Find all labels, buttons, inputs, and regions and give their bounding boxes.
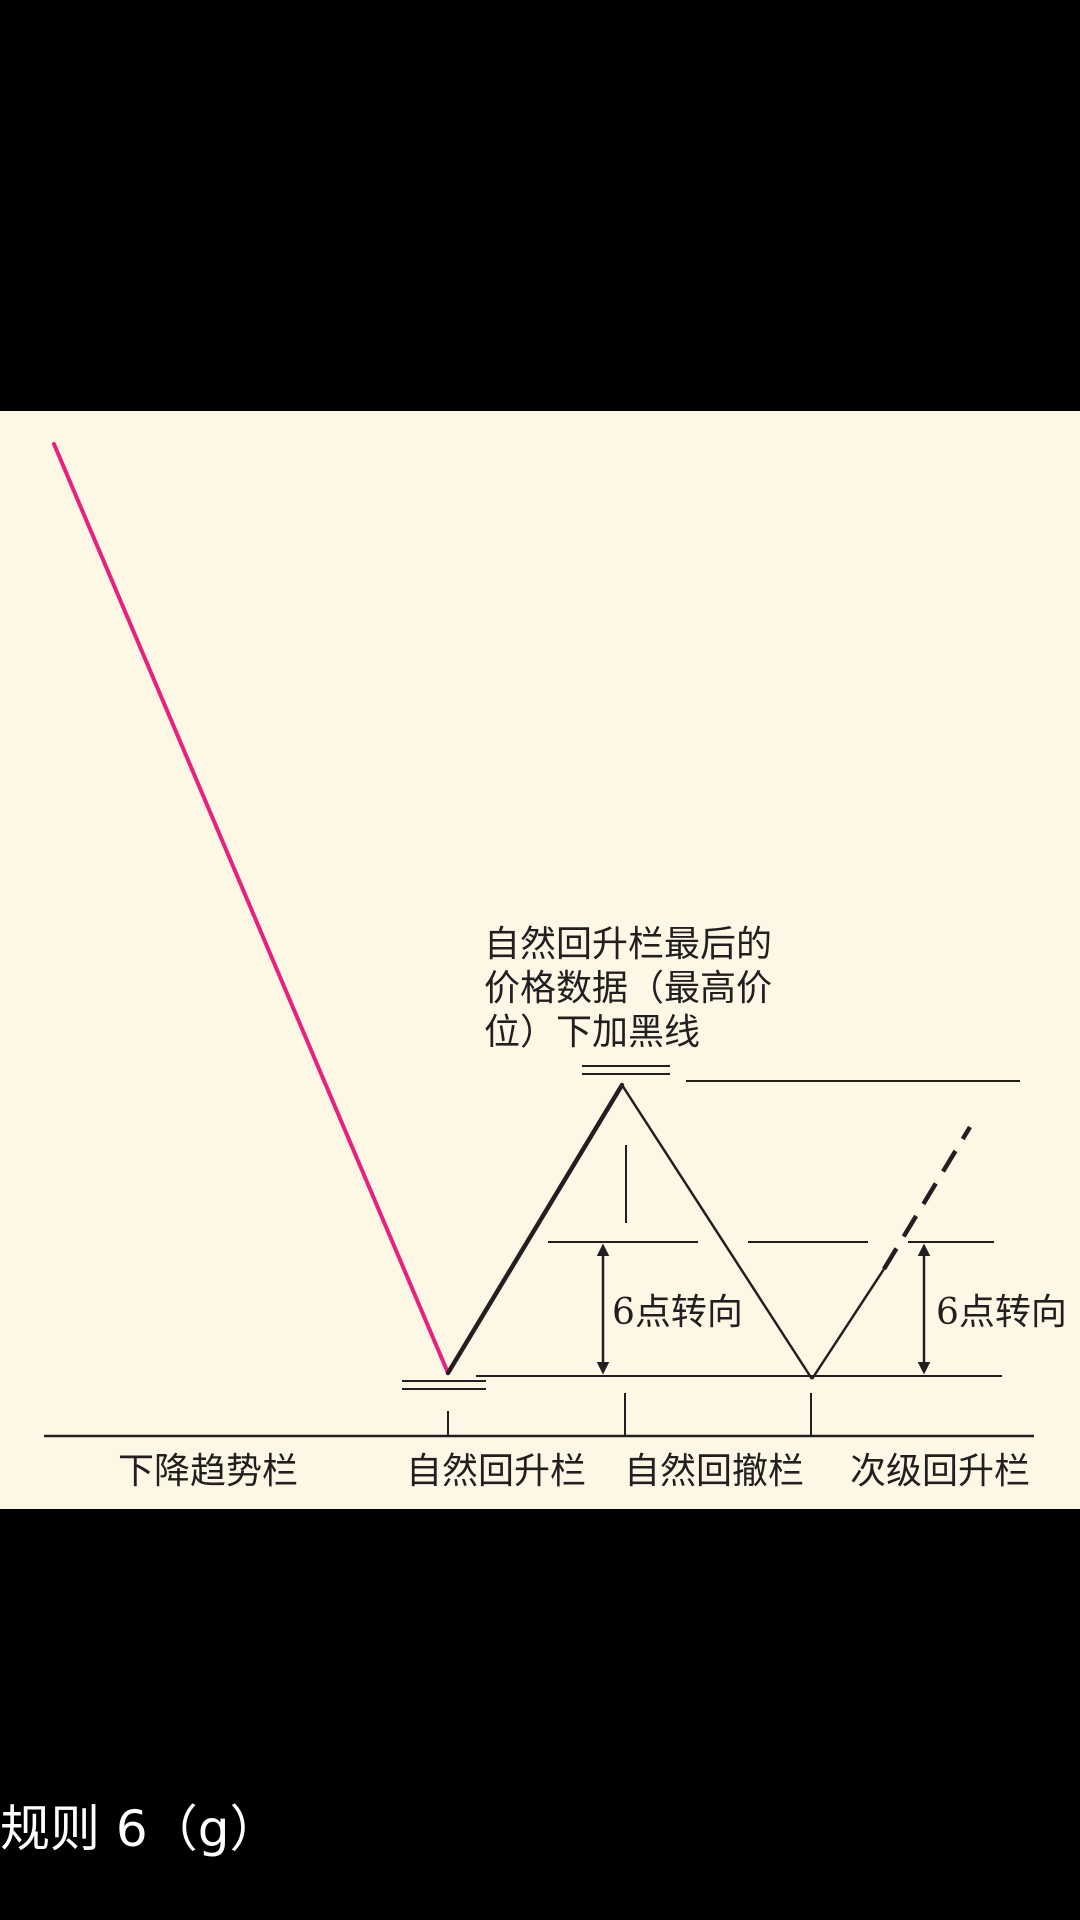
secondary-rally-dashed-line	[882, 1125, 972, 1271]
figure-caption: 规则 6（g）	[0, 1800, 280, 1858]
column-label-natural-rally: 自然回升栏	[406, 1451, 586, 1492]
column-ticks	[447, 1393, 812, 1436]
natural-rally-line	[445, 1082, 625, 1376]
annotation-line-1: 自然回升栏最后的	[484, 924, 772, 965]
low-double-underline	[402, 1380, 486, 1390]
column-label-secondary-rally: 次级回升栏	[850, 1451, 1030, 1492]
annotation-line-3: 位）下加黑线	[484, 1012, 700, 1053]
turn-label-left: 6点转向	[612, 1292, 743, 1333]
column-label-natural-reaction: 自然回撤栏	[624, 1451, 804, 1492]
price-rule-diagram: 6点转向 6点转向 自然回升栏最后的 价格数据（最高价 位）下加黑线 下降趋势栏…	[44, 442, 1067, 1492]
peak-double-underline	[582, 1065, 670, 1075]
diagram-panel: 6点转向 6点转向 自然回升栏最后的 价格数据（最高价 位）下加黑线 下降趋势栏…	[0, 411, 1080, 1509]
column-label-downtrend: 下降趋势栏	[118, 1451, 298, 1492]
downtrend-line	[52, 442, 450, 1375]
natural-reaction-line	[620, 1084, 814, 1380]
turn-label-right: 6点转向	[936, 1292, 1067, 1333]
annotation-line-2: 价格数据（最高价	[484, 968, 772, 1009]
secondary-rally-line	[810, 1268, 886, 1380]
peak-annotation: 自然回升栏最后的 价格数据（最高价 位）下加黑线	[484, 924, 772, 1053]
